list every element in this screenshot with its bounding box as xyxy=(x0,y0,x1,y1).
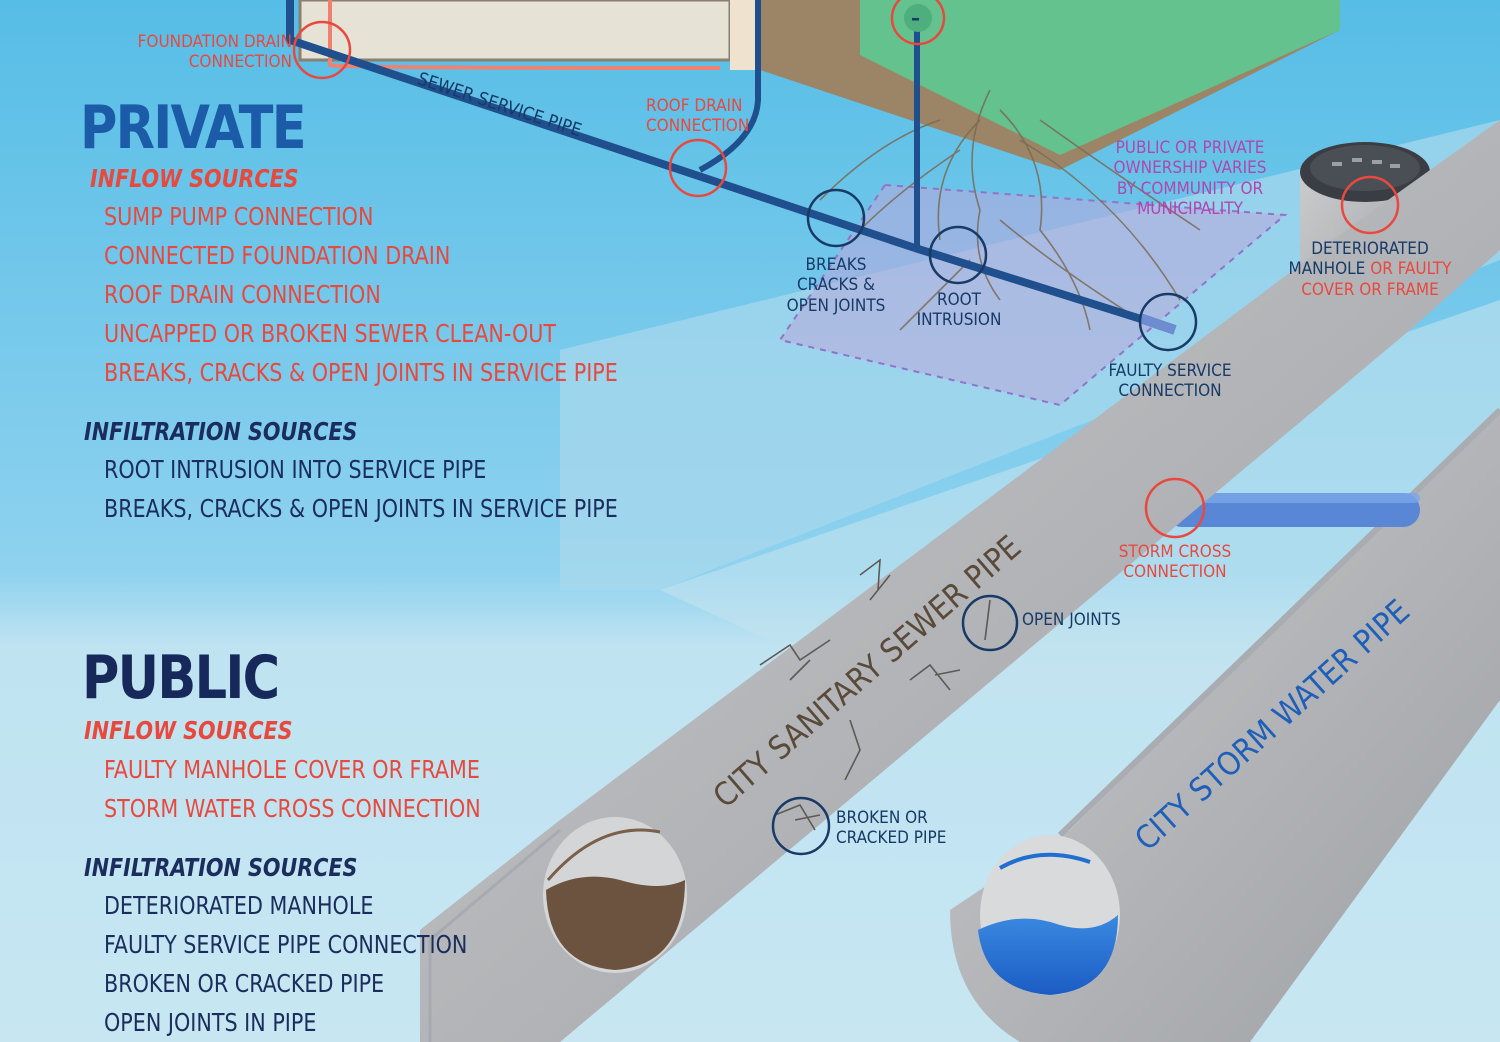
cleanout-cap xyxy=(904,4,932,32)
private-inflow-item: SUMP PUMP CONNECTION xyxy=(104,202,374,231)
label-line: COVER OR FRAME xyxy=(1301,279,1439,300)
private-inflow-item: CONNECTED FOUNDATION DRAIN xyxy=(104,241,451,270)
circle-storm-cross xyxy=(1144,477,1206,539)
label-line: INTRUSION xyxy=(916,310,1002,331)
label-line: ROOF DRAIN xyxy=(646,96,743,116)
label-line: MUNICIPALITY xyxy=(1137,199,1243,220)
label-root-intrusion: ROOT INTRUSION xyxy=(905,290,1013,331)
label-line: CONNECTION xyxy=(646,116,750,137)
circle-root xyxy=(928,225,988,285)
label-open-joints: OPEN JOINTS xyxy=(1022,610,1121,630)
private-heading: PRIVATE xyxy=(80,93,307,163)
service-pipe xyxy=(286,0,917,252)
private-inflow-item: ROOF DRAIN CONNECTION xyxy=(104,280,381,309)
public-heading: PUBLIC xyxy=(82,643,280,713)
public-infiltration-item: BROKEN OR CRACKED PIPE xyxy=(104,969,385,998)
foundation-drain-pipe xyxy=(328,0,721,70)
service-branch xyxy=(698,0,761,173)
circle-breaks xyxy=(806,188,866,248)
circle-cleanout xyxy=(890,0,946,46)
label-roof-drain: ROOF DRAIN CONNECTION xyxy=(646,96,749,137)
public-inflow-item: FAULTY MANHOLE COVER OR FRAME xyxy=(104,755,480,784)
label-storm-cross: STORM CROSS CONNECTION xyxy=(1105,542,1245,583)
public-infiltration-item: DETERIORATED MANHOLE xyxy=(104,891,374,920)
circle-roof-drain xyxy=(668,138,728,198)
label-line: BREAKS xyxy=(805,255,867,275)
house-base xyxy=(298,0,732,62)
label-broken-cracked: BROKEN OR CRACKED PIPE xyxy=(836,808,946,849)
label-line: CONNECTION xyxy=(1118,381,1222,402)
manhole-rim xyxy=(1310,145,1420,191)
label-line: ROOT xyxy=(936,290,982,310)
private-infiltration-item: BREAKS, CRACKS & OPEN JOINTS IN SERVICE … xyxy=(104,494,618,523)
label-word: MANHOLE xyxy=(1288,259,1366,280)
label-line: MANHOLE OR FAULTY xyxy=(1278,259,1462,279)
circle-foundation-drain xyxy=(292,20,352,80)
label-foundation-drain: FOUNDATION DRAIN CONNECTION xyxy=(128,32,292,73)
stormwater xyxy=(978,915,1118,995)
label-deteriorated-manhole: DETERIORATED MANHOLE OR FAULTY COVER OR … xyxy=(1278,239,1462,300)
label-line: DETERIORATED xyxy=(1311,239,1429,259)
label-breaks: BREAKS CRACKS & OPEN JOINTS xyxy=(776,255,896,316)
cleanout-symbol: – xyxy=(911,6,920,30)
label-line: CRACKED PIPE xyxy=(836,828,947,849)
label-line: OPEN JOINTS xyxy=(786,295,886,316)
public-inflow-item: STORM WATER CROSS CONNECTION xyxy=(104,794,481,823)
sanitary-pipe-body xyxy=(420,120,1500,1042)
label-line: FOUNDATION DRAIN xyxy=(137,32,292,52)
public-infiltration-title: INFILTRATION SOURCES xyxy=(84,853,358,882)
label-line: CONNECTION xyxy=(188,52,292,73)
label-line: PUBLIC OR PRIVATE xyxy=(1115,138,1265,158)
public-inflow-title: INFLOW SOURCES xyxy=(84,716,293,745)
label-faulty-service: FAULTY SERVICE CONNECTION xyxy=(1095,361,1245,402)
private-inflow-title: INFLOW SOURCES xyxy=(90,164,299,193)
label-line: FAULTY SERVICE xyxy=(1108,361,1232,381)
ownership-zone xyxy=(778,183,1288,407)
label-line: BROKEN OR xyxy=(836,808,928,828)
label-line: STORM CROSS xyxy=(1118,542,1232,562)
private-inflow-item: BREAKS, CRACKS & OPEN JOINTS IN SERVICE … xyxy=(104,358,618,387)
circle-open-joints xyxy=(961,594,1019,652)
label-line: CRACKS & xyxy=(797,275,875,296)
circle-manhole xyxy=(1340,175,1400,235)
circle-broken-pipe xyxy=(771,796,831,856)
pipe-cracks xyxy=(759,558,991,831)
lawn xyxy=(860,0,1340,155)
label-ownership: PUBLIC OR PRIVATE OWNERSHIP VARIES BY CO… xyxy=(1100,138,1280,220)
private-infiltration-title: INFILTRATION SOURCES xyxy=(84,417,358,446)
label-line: OWNERSHIP VARIES xyxy=(1113,158,1267,179)
sewage xyxy=(546,876,685,970)
circle-faulty-service xyxy=(1138,292,1198,352)
public-infiltration-item: OPEN JOINTS IN PIPE xyxy=(104,1008,317,1037)
label-line: CONNECTION xyxy=(1123,562,1227,583)
private-inflow-item: UNCAPPED OR BROKEN SEWER CLEAN-OUT xyxy=(104,319,557,348)
private-infiltration-item: ROOT INTRUSION INTO SERVICE PIPE xyxy=(104,455,487,484)
label-word: OR FAULTY xyxy=(1370,259,1452,280)
public-infiltration-item: FAULTY SERVICE PIPE CONNECTION xyxy=(104,930,468,959)
label-line: BY COMMUNITY OR xyxy=(1116,178,1264,199)
